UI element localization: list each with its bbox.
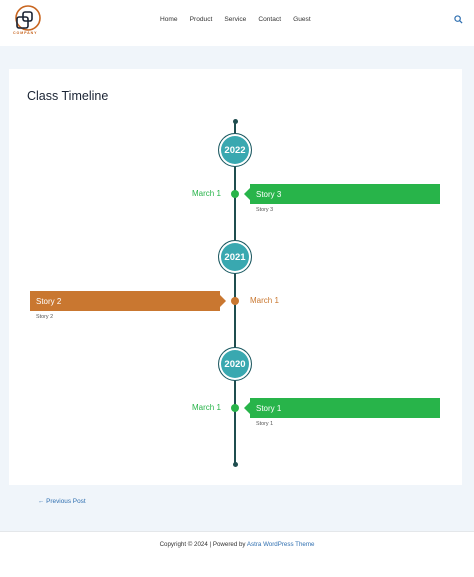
nav-guest[interactable]: Guest — [293, 16, 311, 23]
copyright-text: Copyright © 2024 | Powered by Astra Word… — [0, 541, 474, 548]
event-arrow — [244, 402, 250, 414]
year-badge-2022: 2022 — [218, 133, 252, 167]
year-badge-2021: 2021 — [218, 240, 252, 274]
event-description: Story 2 — [36, 314, 54, 320]
event-arrow — [220, 295, 226, 307]
event-dot — [231, 297, 239, 305]
event-description: Story 1 — [256, 421, 274, 427]
nav-contact[interactable]: Contact — [258, 16, 282, 23]
timeline-start-cap — [232, 119, 238, 124]
previous-post-link[interactable]: ← Previous Post — [38, 498, 86, 505]
logo-text: COMPANY — [13, 31, 38, 35]
event-card-story-1[interactable]: Story 1 — [250, 398, 440, 418]
event-dot — [231, 404, 239, 412]
company-logo-icon[interactable] — [12, 4, 44, 36]
event-date: March 1 — [192, 403, 221, 412]
event-date: March 1 — [250, 296, 279, 305]
search-icon[interactable] — [454, 15, 463, 24]
event-description: Story 3 — [256, 207, 274, 213]
event-arrow — [244, 188, 250, 200]
timeline-end-cap — [232, 462, 238, 467]
main-nav: Home Product Service Contact Guest — [160, 16, 323, 23]
event-card-story-3[interactable]: Story 3 — [250, 184, 440, 204]
nav-home[interactable]: Home — [160, 16, 178, 23]
site-footer — [0, 531, 474, 577]
event-date: March 1 — [192, 189, 221, 198]
event-card-story-2[interactable]: Story 2 — [30, 291, 220, 311]
site-header: COMPANY Home Product Service Contact Gue… — [0, 0, 474, 46]
theme-link[interactable]: Astra WordPress Theme — [246, 541, 315, 548]
copyright-label: Copyright © 2024 | Powered by — [159, 541, 247, 548]
nav-service[interactable]: Service — [224, 16, 247, 23]
timeline-line — [234, 121, 236, 465]
event-dot — [231, 190, 239, 198]
year-badge-2020: 2020 — [218, 347, 252, 381]
nav-product[interactable]: Product — [189, 16, 213, 23]
page-title: Class Timeline — [27, 89, 109, 103]
